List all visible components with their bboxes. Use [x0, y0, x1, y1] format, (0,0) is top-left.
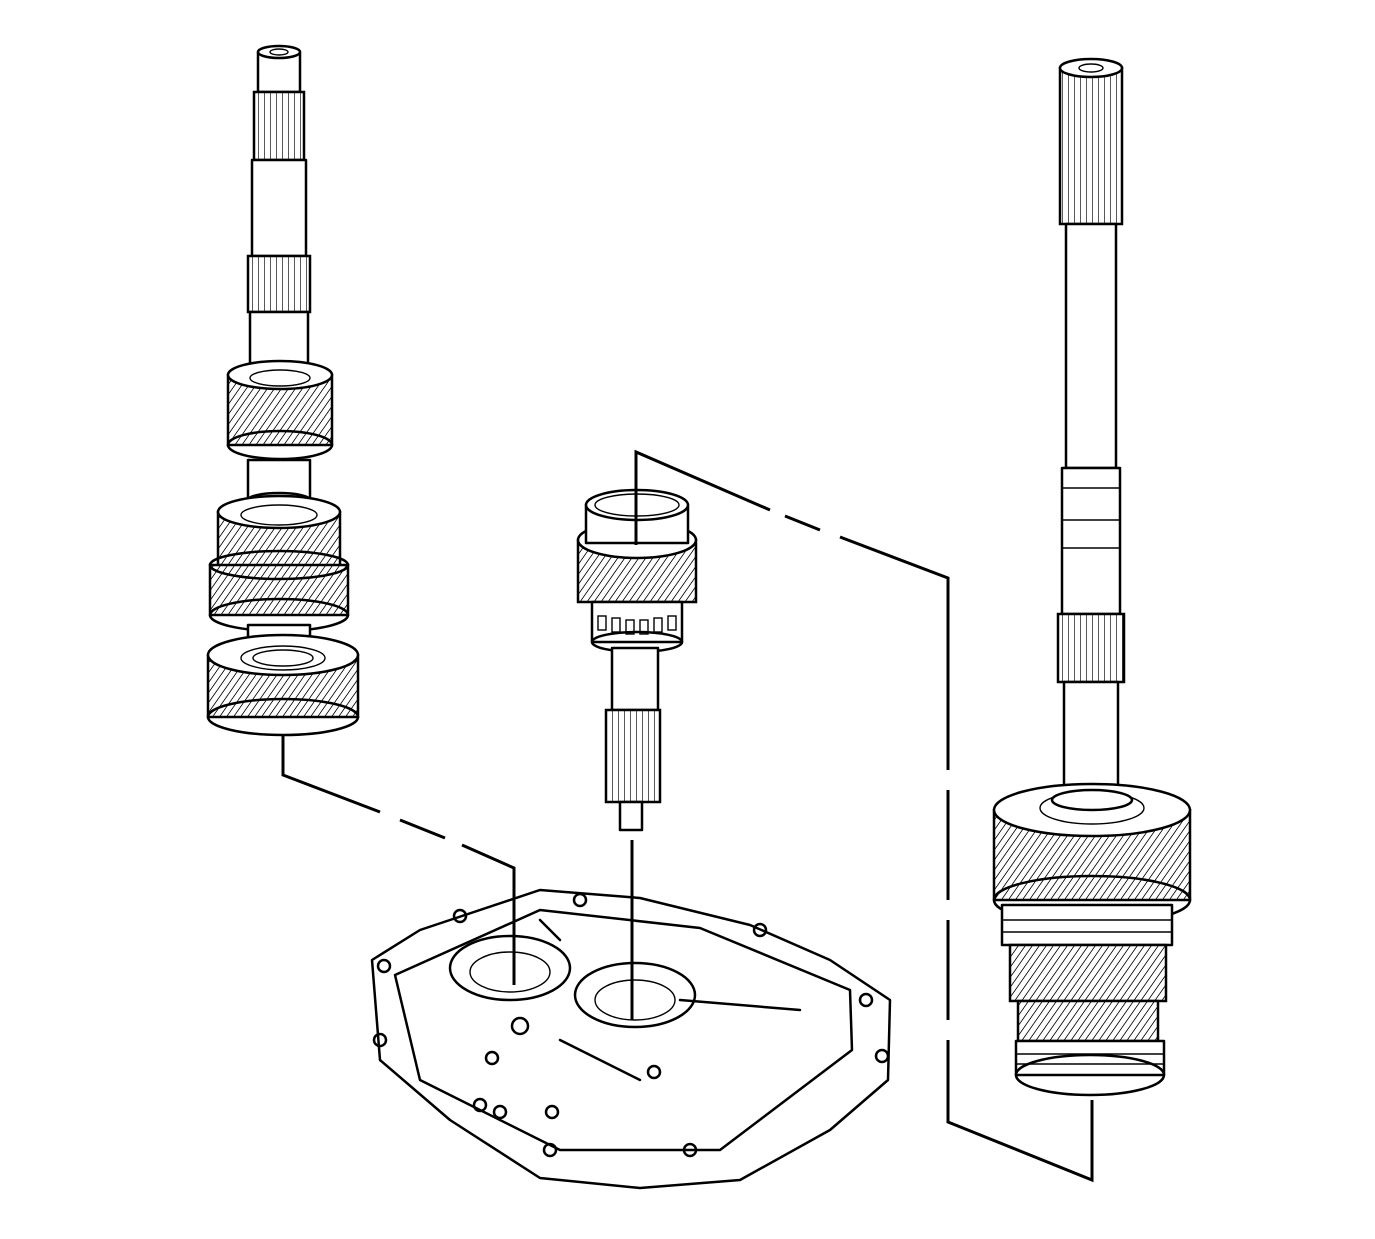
left-gear-upper — [226, 359, 334, 461]
right-shaft — [992, 57, 1192, 1097]
leader-right-d — [839, 535, 950, 770]
center-shaft — [576, 488, 698, 832]
leader-right-a — [946, 1040, 1094, 1183]
leader-right-f — [634, 449, 771, 545]
housing — [370, 888, 892, 1190]
leader-left-a — [281, 735, 381, 814]
leader-lines — [281, 449, 1094, 1183]
leader-right-e — [784, 514, 821, 532]
right-gear-lower — [1008, 943, 1168, 1097]
right-gear-upper — [992, 782, 1192, 926]
left-gear-middle — [208, 494, 350, 633]
left-shaft — [206, 44, 360, 737]
leader-left-b — [399, 818, 446, 840]
leader-left-c — [461, 843, 516, 985]
left-gear-lower — [206, 633, 360, 737]
